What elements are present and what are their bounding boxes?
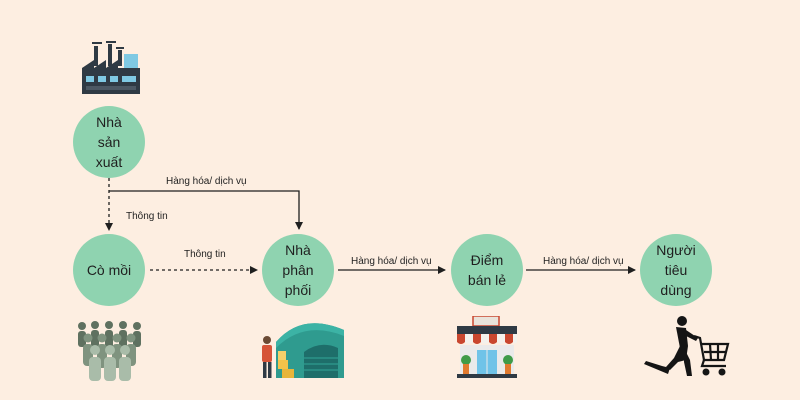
factory-icon [82, 41, 140, 94]
warehouse-icon [262, 323, 344, 378]
label-broker-distributor: Thông tin [184, 249, 226, 260]
node-distributor-label: Nhà phân phối [282, 242, 314, 298]
node-broker-label: Cò mồi [86, 262, 132, 278]
crowd-icon [78, 321, 141, 381]
node-retail-label: Điểm bán lẻ [467, 252, 507, 288]
label-distributor-retail: Hàng hóa/ dịch vụ [351, 256, 432, 267]
node-consumer: Người tiêu dùng [640, 234, 712, 306]
shopping-cart-runner-icon [644, 316, 730, 376]
node-broker: Cò mồi [73, 234, 145, 306]
node-producer: Nhà sản xuất [73, 106, 145, 178]
node-consumer-label: Người tiêu dùng [656, 242, 696, 298]
store-icon [457, 316, 517, 378]
node-retail: Điểm bán lẻ [451, 234, 523, 306]
edge-producer-distributor [109, 190, 303, 230]
label-producer-distributor: Hàng hóa/ dịch vụ [166, 176, 247, 187]
label-producer-broker: Thông tin [126, 211, 168, 222]
node-producer-label: Nhà sản xuất [95, 114, 123, 170]
node-distributor: Nhà phân phối [262, 234, 334, 306]
label-retail-consumer: Hàng hóa/ dịch vụ [543, 256, 624, 267]
